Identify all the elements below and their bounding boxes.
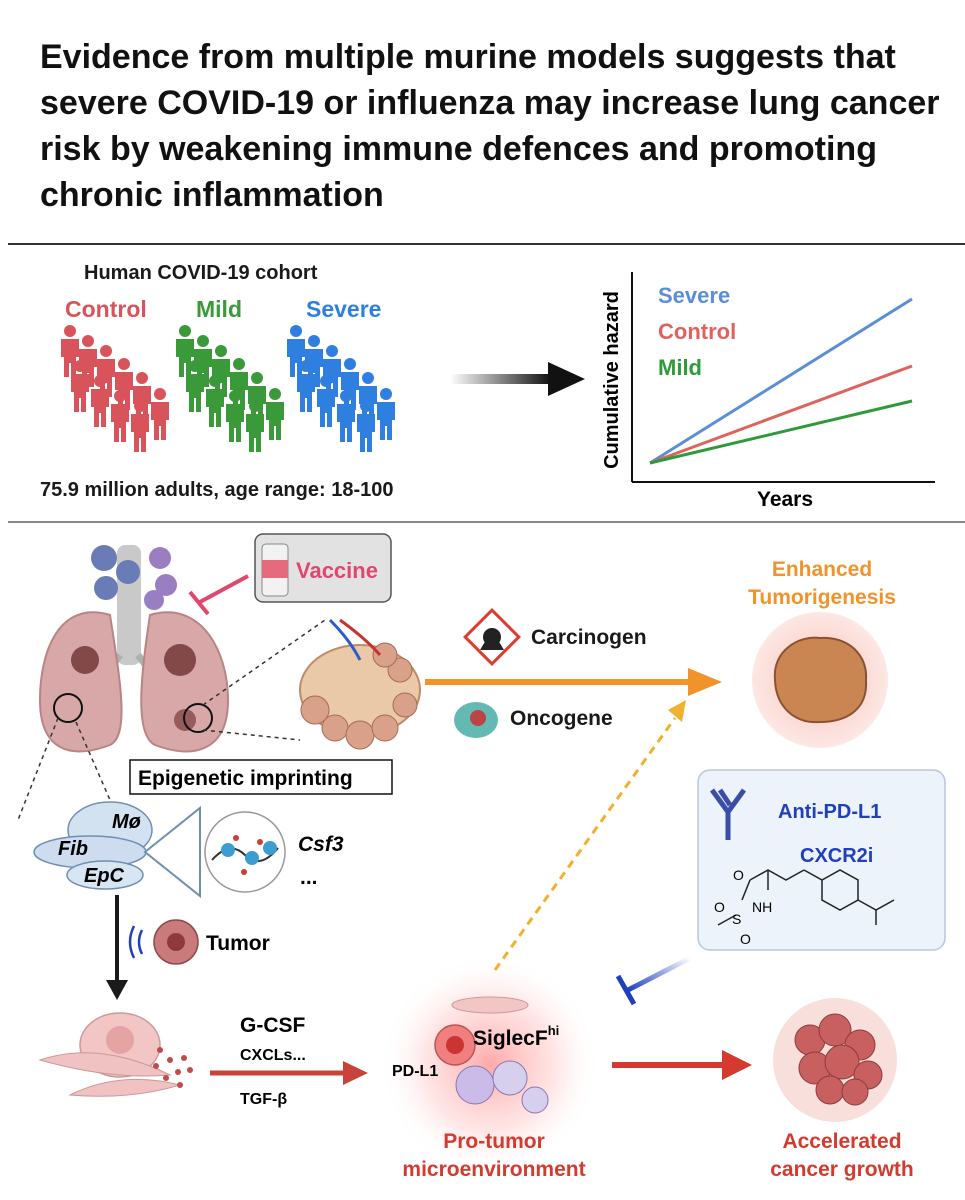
headline: Evidence from multiple murine models sug… [40, 38, 940, 214]
cohort-label-severe: Severe [306, 296, 382, 322]
cohort-caption: 75.9 million adults, age range: 18-100 [40, 479, 394, 501]
cohort-label-control: Control [65, 296, 147, 322]
hazard-line-mild [649, 399, 913, 465]
zoom-triangle [143, 805, 201, 899]
label-fib: Fib [58, 838, 88, 860]
severe-people [287, 325, 395, 452]
carcinogen-hazard-icon [463, 608, 521, 666]
tgfb-label: TGF-β [240, 1091, 287, 1108]
hazard-legend-mild: Mild [658, 355, 702, 380]
epigenetic-box [129, 759, 393, 795]
oncogene-label: Oncogene [510, 707, 613, 730]
chem-s-label: S [732, 911, 741, 927]
lung-zoom-circle-left [53, 693, 83, 723]
carcinogen-label: Carcinogen [531, 626, 647, 649]
hazard-plot: Cumulative hazard Years Severe Control M… [601, 272, 935, 511]
mild-people [176, 325, 284, 452]
right-lung [140, 611, 230, 753]
enhanced-tumorigenesis-label: Enhanced Tumorigenesis [748, 558, 896, 609]
epigenetic-label: Epigenetic imprinting [138, 767, 353, 790]
hazard-xlabel: Years [757, 488, 813, 511]
cohort-to-plot-arrow [450, 362, 585, 396]
gcsf-label: G-CSF [240, 1014, 306, 1037]
label-epc: EpC [84, 865, 125, 887]
accelerated-label: Accelerated cancer growth [770, 1130, 914, 1181]
pro-tumor-microenvironment [380, 955, 600, 1175]
divider-top [8, 243, 965, 245]
enhanced-tumor [752, 612, 888, 748]
control-people [61, 325, 169, 452]
chem-o-label: O [733, 867, 744, 883]
hazard-line-severe [649, 297, 913, 465]
cohort-title: Human COVID-19 cohort [84, 262, 318, 284]
cohort-label-mild: Mild [196, 296, 242, 322]
fibroblast-cells [38, 1012, 193, 1097]
dashed-orange-arrow [493, 717, 677, 971]
pdl1-label: PD-L1 [392, 1063, 438, 1080]
hazard-ylabel: Cumulative hazard [601, 291, 623, 469]
chem-o2-label: O [714, 899, 725, 915]
lung-zoom-circle-right [183, 703, 213, 733]
pro-tumor-label: Pro-tumor microenvironment [402, 1130, 586, 1181]
antibody-icon [709, 788, 747, 840]
hazard-line-control [649, 364, 913, 465]
oncogene-cell-icon [454, 702, 498, 738]
tumor-signal-icon [128, 919, 199, 965]
anti-pdl1-label: Anti-PD-L1 [778, 801, 881, 823]
tumor-label: Tumor [206, 932, 270, 955]
csf3-ellipsis: ... [300, 866, 318, 889]
accelerated-tumor [773, 998, 897, 1122]
lungs-illustration [38, 545, 230, 753]
cxcls-label: CXCLs... [240, 1047, 306, 1064]
csf3-label: Csf3 [298, 833, 344, 856]
vaccine-inhibit-line [199, 574, 249, 604]
cell-cluster: Mø Fib EpC [33, 801, 153, 890]
hazard-legend-severe: Severe [658, 283, 730, 308]
siglec-label: SiglecFhi [473, 1023, 559, 1050]
vaccine-box: Vaccine [254, 533, 392, 603]
hazard-legend-control: Control [658, 319, 736, 344]
chem-nh-label: NH [752, 899, 772, 915]
vaccine-label: Vaccine [296, 558, 378, 583]
left-lung [38, 611, 123, 753]
inhibitor-box: Anti-PD-L1 CXCR2i O NH S O O [697, 769, 946, 951]
blue-inhibit-arrow [615, 955, 692, 1006]
label-mo: Mø [112, 811, 141, 833]
cxcr2i-structure [717, 869, 895, 926]
cxcr2i-label: CXCR2i [800, 845, 873, 867]
alveoli-illustration [202, 618, 421, 750]
divider-middle [8, 521, 965, 523]
chem-o3-label: O [740, 931, 751, 947]
chromatin-icon [204, 811, 286, 893]
virus-particles [91, 545, 177, 610]
carcinogen-arrow [425, 668, 722, 696]
